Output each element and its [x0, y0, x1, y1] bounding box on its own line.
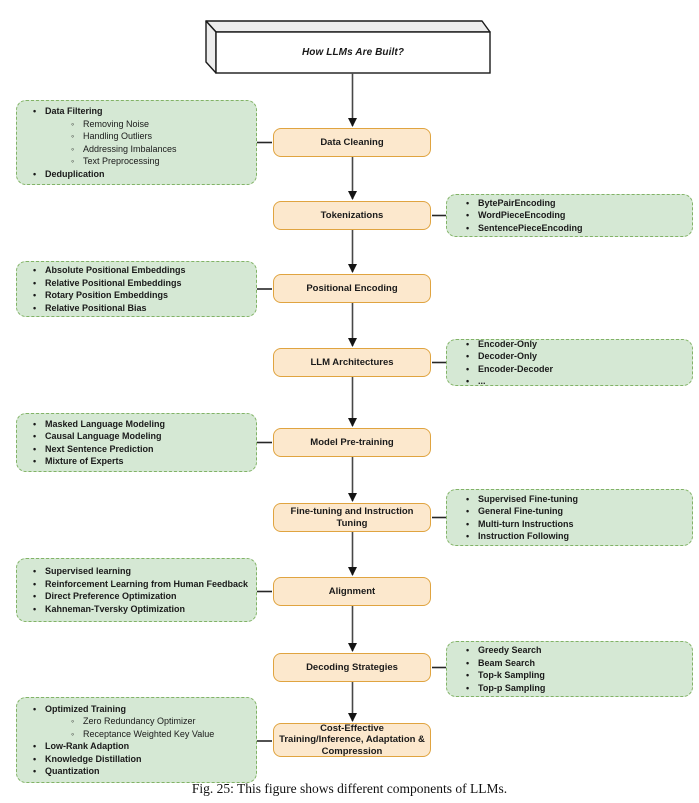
list-item: WordPieceEncoding — [466, 209, 686, 222]
list-item: Absolute Positional Embeddings — [33, 264, 250, 277]
sidebox-list: Masked Language Modeling Causal Language… — [33, 418, 250, 468]
sidebox-pretraining-objectives: Masked Language Modeling Causal Language… — [16, 413, 257, 472]
list-item: General Fine-tuning — [466, 505, 686, 518]
node-data-cleaning: Data Cleaning — [273, 128, 431, 157]
figure-caption: Fig. 25: This figure shows different com… — [191, 781, 508, 796]
node-alignment: Alignment — [273, 577, 431, 606]
sidebox-alignment-methods: Supervised learning Reinforcement Learni… — [16, 558, 257, 622]
sidebox-list: Optimized Training Zero Redundancy Optim… — [33, 703, 250, 778]
list-item: Optimized Training — [33, 703, 250, 716]
node-llm-architectures: LLM Architectures — [273, 348, 431, 377]
list-item: Supervised learning — [33, 565, 250, 578]
list-item: ... — [466, 375, 686, 388]
list-item: Handling Outliers — [71, 130, 250, 143]
node-tokenizations: Tokenizations — [273, 201, 431, 230]
list-item: Data Filtering — [33, 105, 250, 118]
sidebox-efficiency-methods: Optimized Training Zero Redundancy Optim… — [16, 697, 257, 783]
sidebox-tokenization-methods: BytePairEncoding WordPieceEncoding Sente… — [446, 194, 693, 237]
list-item: Greedy Search — [466, 644, 686, 657]
sidebox-list: Encoder-Only Decoder-Only Encoder-Decode… — [466, 338, 686, 388]
list-item: Text Preprocessing — [71, 155, 250, 168]
list-item: Knowledge Distillation — [33, 753, 250, 766]
list-item: Instruction Following — [466, 530, 686, 543]
list-item: Addressing Imbalances — [71, 143, 250, 156]
sidebox-data-filtering: Data Filtering Removing Noise Handling O… — [16, 100, 257, 185]
list-item: Supervised Fine-tuning — [466, 493, 686, 506]
list-item: Top-k Sampling — [466, 669, 686, 682]
sidebox-positional-embeddings: Absolute Positional Embeddings Relative … — [16, 261, 257, 317]
sidebox-list: Supervised Fine-tuning General Fine-tuni… — [466, 493, 686, 543]
list-item: Removing Noise — [71, 118, 250, 131]
sidebox-list: Data Filtering Removing Noise Handling O… — [33, 105, 250, 180]
node-positional-encoding: Positional Encoding — [273, 274, 431, 303]
list-item: Receptance Weighted Key Value — [71, 728, 250, 741]
list-item: Reinforcement Learning from Human Feedba… — [33, 578, 250, 591]
list-item: Kahneman-Tversky Optimization — [33, 603, 250, 616]
sidebox-list: BytePairEncoding WordPieceEncoding Sente… — [466, 197, 686, 235]
list-item: Beam Search — [466, 657, 686, 670]
list-item: Masked Language Modeling — [33, 418, 250, 431]
list-item: Causal Language Modeling — [33, 430, 250, 443]
list-item: Encoder-Only — [466, 338, 686, 351]
list-item: SentencePieceEncoding — [466, 222, 686, 235]
sidebox-list: Absolute Positional Embeddings Relative … — [33, 264, 250, 314]
list-item: Mixture of Experts — [33, 455, 250, 468]
list-item: BytePairEncoding — [466, 197, 686, 210]
list-item: Deduplication — [33, 168, 250, 181]
list-item: Relative Positional Embeddings — [33, 277, 250, 290]
node-model-pretraining: Model Pre-training — [273, 428, 431, 457]
node-cost-effective: Cost-Effective Training/Inference, Adapt… — [273, 723, 431, 757]
list-item: Encoder-Decoder — [466, 363, 686, 376]
node-finetuning-instruction-tuning: Fine-tuning and Instruction Tuning — [273, 503, 431, 532]
list-item: Top-p Sampling — [466, 682, 686, 695]
root-box-3d — [205, 20, 491, 74]
root-title: How LLMs Are Built? — [301, 47, 405, 58]
list-item: Quantization — [33, 765, 250, 778]
sidebox-decoding-methods: Greedy Search Beam Search Top-k Sampling… — [446, 641, 693, 697]
list-item: Direct Preference Optimization — [33, 590, 250, 603]
sidebox-list: Greedy Search Beam Search Top-k Sampling… — [466, 644, 686, 694]
node-decoding-strategies: Decoding Strategies — [273, 653, 431, 682]
list-item: Next Sentence Prediction — [33, 443, 250, 456]
list-item: Relative Positional Bias — [33, 302, 250, 315]
list-item: Decoder-Only — [466, 350, 686, 363]
sidebox-list: Supervised learning Reinforcement Learni… — [33, 565, 250, 615]
list-item: Multi-turn Instructions — [466, 518, 686, 531]
sidebox-finetuning-types: Supervised Fine-tuning General Fine-tuni… — [446, 489, 693, 546]
list-item: Low-Rank Adaption — [33, 740, 250, 753]
list-item: Rotary Position Embeddings — [33, 289, 250, 302]
list-item: Zero Redundancy Optimizer — [71, 715, 250, 728]
sidebox-architecture-types: Encoder-Only Decoder-Only Encoder-Decode… — [446, 338, 693, 388]
